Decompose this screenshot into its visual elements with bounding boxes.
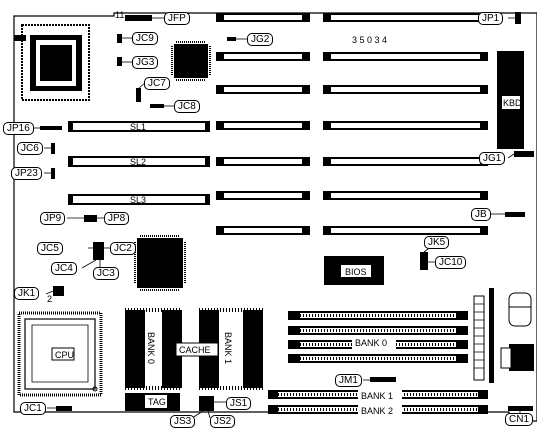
sl3-label: SL3 (130, 195, 146, 205)
jc4-label: JC4 (51, 262, 77, 275)
board-model-label: 3 5 0 3 4 (352, 35, 387, 45)
jfp-label: JFP (164, 12, 190, 25)
coprocessor-socket (14, 24, 90, 101)
io-connector (509, 344, 534, 371)
js1-label: JS1 (226, 397, 252, 410)
jc10-label: JC10 (435, 256, 467, 269)
battery (508, 292, 532, 327)
jg3-label: JG3 (132, 56, 159, 69)
bank0-label: BANK 0 (355, 338, 387, 348)
jc8-label: JC8 (174, 100, 200, 113)
jc1-label: JC1 (20, 402, 46, 415)
cpu-label: CPU (55, 350, 74, 360)
jp8-label: JP8 (104, 212, 130, 225)
bank1-label: BANK 1 (361, 391, 393, 401)
cn1-label: CN1 (505, 413, 534, 426)
sl2-label: SL2 (130, 157, 146, 167)
jc2-label: JC2 (110, 242, 136, 255)
js3-label: JS3 (170, 415, 196, 428)
jp23-label: JP23 (11, 167, 42, 180)
controller-chip (137, 238, 183, 288)
sl1-label: SL1 (130, 122, 146, 132)
jc7-label: JC7 (144, 77, 170, 90)
jp1-label: JP1 (478, 12, 504, 25)
jp16-label: JP16 (3, 122, 34, 135)
jg2-label: JG2 (247, 33, 274, 46)
kbd-label: KBD (503, 98, 522, 108)
jp9-label: JP9 (40, 212, 66, 225)
bios-label: BIOS (345, 267, 367, 277)
chipset-chip (174, 44, 208, 78)
bank-left-label: BANK 0 (146, 332, 156, 364)
jfp-pin-number: 11 (115, 10, 125, 20)
bank2-label: BANK 2 (361, 406, 393, 416)
jk1-label: JK1 (14, 287, 40, 300)
jb-label: JB (471, 208, 491, 221)
bank-right-label: BANK 1 (223, 332, 233, 364)
tag-label: TAG (148, 397, 166, 407)
power-connector (473, 295, 485, 381)
jg1-label: JG1 (479, 152, 506, 165)
cache-label: CACHE (179, 345, 211, 355)
jc3-label: JC3 (93, 267, 119, 280)
board-outline (13, 12, 537, 422)
jc5-label: JC5 (37, 242, 63, 255)
jk1-pin-number: 2 (47, 294, 53, 304)
jm1-label: JM1 (335, 374, 362, 387)
jc9-label: JC9 (132, 32, 158, 45)
js2-label: JS2 (210, 415, 236, 428)
pin-headers (40, 12, 534, 411)
vl-slots (68, 121, 210, 205)
jk5-label: JK5 (424, 236, 450, 249)
jc6-label: JC6 (17, 142, 43, 155)
